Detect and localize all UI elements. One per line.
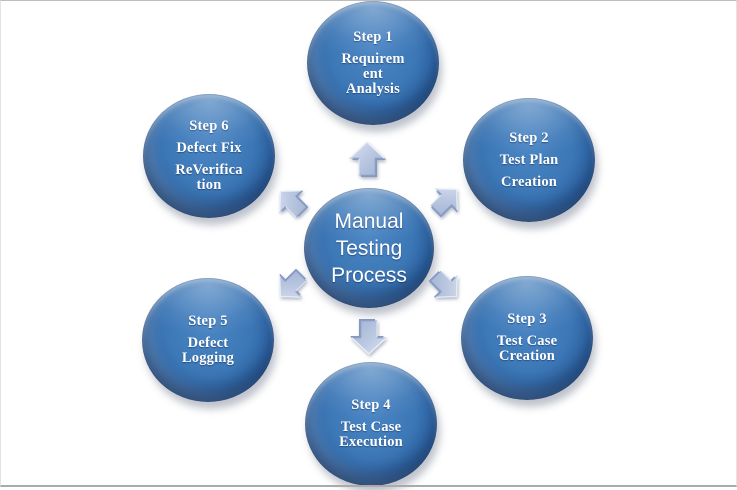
center-label-line3: Process xyxy=(331,263,407,287)
step-2-label: Test Plan xyxy=(499,151,559,168)
step-4-title: Step 4 xyxy=(351,398,390,413)
step-2-circle: Step 2 Test Plan Creation xyxy=(463,98,595,222)
step-6-label-line3: tion xyxy=(196,177,222,193)
step-1-title: Step 1 xyxy=(353,28,393,45)
arrow-lower-right-icon xyxy=(422,263,468,309)
step-1-title-text: Step 1 xyxy=(353,28,393,45)
step-4-circle: Step 4 Test Case Execution xyxy=(305,362,437,486)
step-2-title-text: Step 2 xyxy=(509,129,549,146)
arrow-down-icon xyxy=(349,317,389,357)
step-6-label2: ReVerifica tion xyxy=(175,163,243,193)
step-4-label: Test Case Execution xyxy=(339,420,403,450)
step-6-title: Step 6 xyxy=(189,119,228,134)
step-2-label-line1: Test Plan xyxy=(499,151,559,168)
step-4-label-line1: Test Case xyxy=(340,419,402,435)
arrow-upper-left-icon xyxy=(269,179,315,225)
step-1-label-line3: Analysis xyxy=(346,80,400,97)
step-3-label-line2: Creation xyxy=(498,348,556,364)
step-3-label-line1: Test Case xyxy=(496,333,558,349)
step-1-label: Requirem ent Analysis xyxy=(341,50,405,97)
center-circle: Manual Testing Process xyxy=(304,188,434,308)
step-6-circle: Step 6 Defect Fix ReVerifica tion xyxy=(143,94,275,218)
center-label-line1: Manual xyxy=(334,209,404,233)
arrow-up-icon xyxy=(347,139,387,179)
step-5-title-text: Step 5 xyxy=(188,313,228,329)
step-3-label: Test Case Creation xyxy=(497,334,557,364)
step-6-label: Defect Fix xyxy=(176,141,241,156)
step-1-circle: Step 1 Requirem ent Analysis xyxy=(307,1,439,125)
arrow-lower-left-icon xyxy=(268,262,314,308)
step-6-title-text: Step 6 xyxy=(189,118,229,134)
step-3-title: Step 3 xyxy=(507,312,546,327)
center-label-line2: Testing xyxy=(335,236,403,260)
step-4-label-line2: Execution xyxy=(339,434,403,450)
step-3-circle: Step 3 Test Case Creation xyxy=(461,276,593,400)
step-5-label: Defect Logging xyxy=(182,336,234,366)
step-5-label-line1: Defect xyxy=(187,335,229,351)
step-4-title-text: Step 4 xyxy=(351,397,391,413)
step-1-label-line1: Requirem xyxy=(341,50,405,67)
step-2-label-line2: Creation xyxy=(500,173,558,190)
step-5-circle: Step 5 Defect Logging xyxy=(142,278,274,402)
step-6-label-line2: ReVerifica xyxy=(175,162,243,178)
step-3-title-text: Step 3 xyxy=(507,311,547,327)
step-5-label-line2: Logging xyxy=(181,350,235,366)
step-2-title: Step 2 xyxy=(509,129,549,146)
step-1-label-line2: ent xyxy=(363,65,383,82)
step-6-label-line1: Defect Fix xyxy=(176,140,242,156)
arrow-upper-right-icon xyxy=(423,178,469,224)
step-5-title: Step 5 xyxy=(188,314,227,329)
step-2-label2: Creation xyxy=(500,173,558,190)
